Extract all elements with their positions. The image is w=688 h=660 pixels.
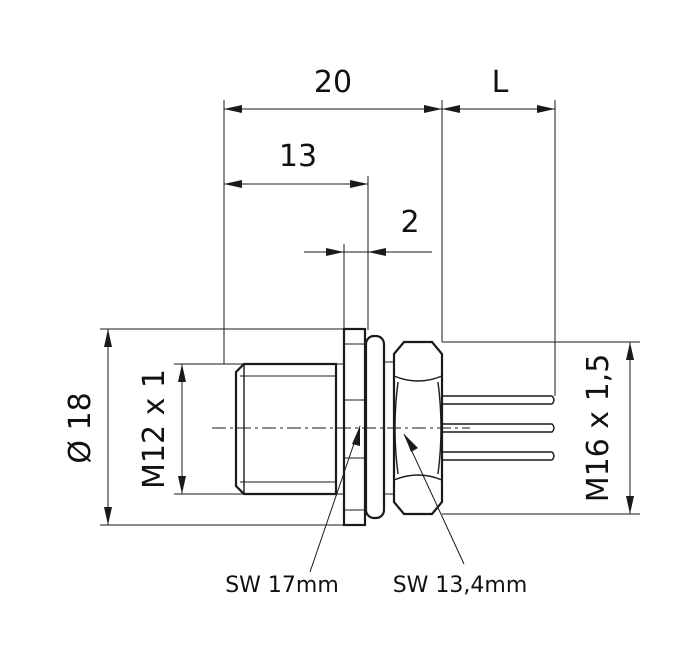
pins [442, 395, 555, 461]
dim-flange-thickness: 2 [400, 205, 419, 240]
callout-wrench-flange: SW 17mm [225, 573, 339, 598]
leader-lines [309, 425, 465, 573]
dim-thread-length: 13 [279, 139, 317, 174]
flange [342, 327, 367, 527]
front-thread-body [234, 362, 338, 496]
hex-nut [392, 340, 444, 516]
callout-wrench-nut: SW 13,4mm [393, 573, 528, 598]
dim-outer-diameter: Ø 18 [63, 392, 98, 463]
seal-ring [364, 334, 386, 520]
extension-lines [100, 100, 640, 526]
dim-front-thread: M12 x 1 [137, 369, 172, 489]
dim-overall-length: 20 [314, 65, 352, 100]
connector-body [212, 327, 555, 527]
dim-lead-length: L [492, 65, 509, 100]
dim-rear-thread: M16 x 1,5 [581, 354, 616, 503]
dimension-lines [104, 105, 634, 525]
